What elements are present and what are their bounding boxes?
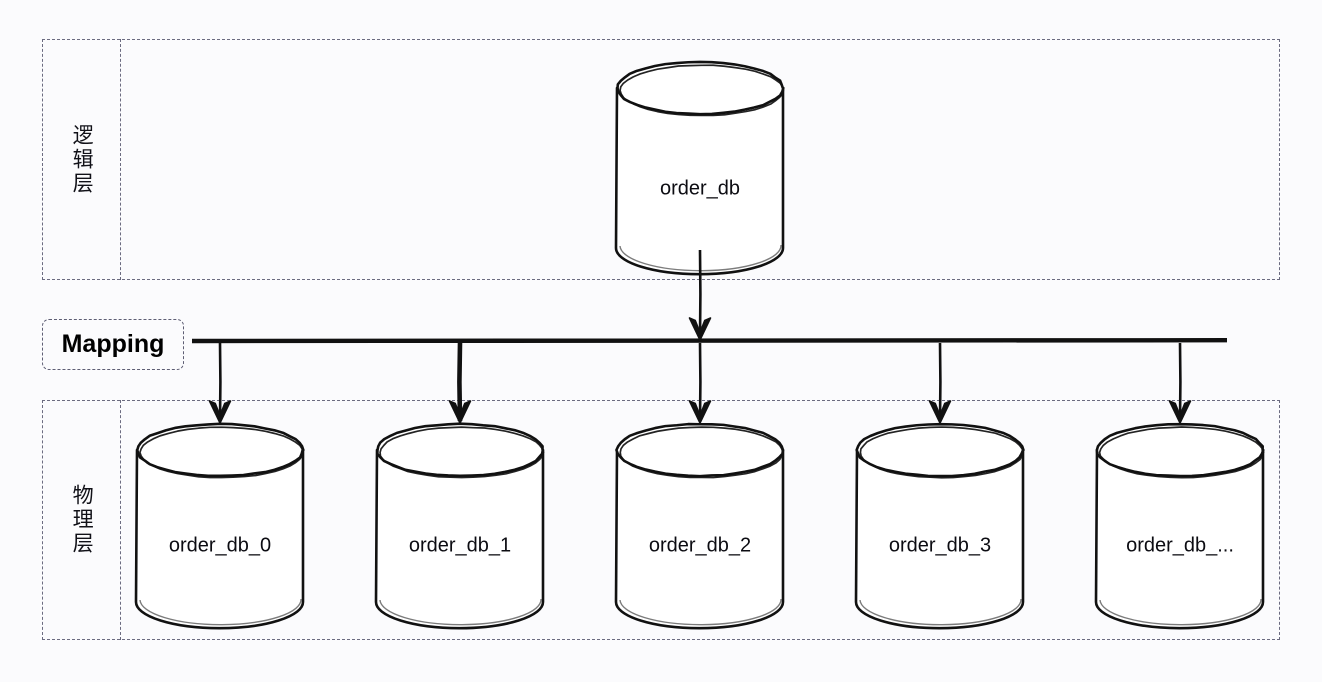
- physical-db-node[interactable]: [1094, 422, 1265, 630]
- logical-db-label: order_db: [659, 177, 741, 200]
- arrow-mapping-to-order_db_1: [448, 342, 472, 424]
- physical-db-3-body: [854, 448, 1025, 630]
- physical-layer-label: 物理层: [70, 484, 94, 556]
- physical-db-node[interactable]: [614, 422, 785, 630]
- mapping-label: Mapping: [61, 330, 165, 358]
- arrow-mapping-to-order_db_: [1168, 342, 1192, 424]
- physical-db-4-bottom-sketch: [1099, 598, 1262, 626]
- physical-db-2-body: [614, 448, 785, 630]
- physical-db-1-bottom-sketch: [379, 598, 542, 626]
- physical-db-3-top-ellipse: [855, 422, 1025, 478]
- physical-layer-box: [42, 400, 1280, 640]
- physical-db-3-top-ellipse-sketch: [859, 426, 1025, 479]
- physical-db-4-body: [1094, 448, 1265, 630]
- logical-layer-label: 逻辑层: [70, 123, 94, 196]
- physical-db-0-body: [134, 448, 305, 630]
- physical-db-0-bottom-sketch: [139, 598, 302, 626]
- physical-db-node[interactable]: [854, 422, 1025, 630]
- logical-db-bottom-sketch: [619, 244, 782, 272]
- logical-layer-box: [42, 39, 1280, 280]
- physical-db-4-top-ellipse: [1095, 422, 1265, 478]
- physical-db-0-top-ellipse-sketch: [139, 426, 304, 479]
- physical-db-label-1: order_db_1: [408, 534, 512, 557]
- physical-db-4-top-ellipse-sketch: [1098, 426, 1265, 479]
- arrow-mapping-to-order_db_0: [208, 342, 232, 424]
- physical-db-node[interactable]: [134, 422, 305, 630]
- physical-db-label-3: order_db_3: [888, 534, 992, 557]
- mapping-line: [191, 338, 1228, 344]
- logical-db-top-ellipse-sketch: [619, 64, 785, 117]
- physical-db-label-0: order_db_0: [168, 534, 272, 557]
- physical-db-label-4: order_db_...: [1126, 534, 1234, 557]
- physical-layer-divider: [120, 400, 121, 640]
- physical-db-1-top-ellipse: [376, 422, 545, 478]
- arrow-mapping-to-order_db_3: [928, 342, 952, 424]
- physical-db-label-2: order_db_2: [648, 534, 752, 557]
- physical-db-0-top-ellipse: [135, 422, 305, 478]
- physical-db-1-top-ellipse-sketch: [379, 426, 545, 479]
- physical-db-2-top-ellipse: [615, 422, 785, 478]
- physical-db-node[interactable]: [374, 422, 545, 630]
- logical-layer-divider: [120, 39, 121, 280]
- logical-db-top-ellipse: [616, 60, 785, 116]
- arrow-shard-1-shaft: [457, 342, 463, 422]
- mapping-badge: Mapping: [42, 319, 184, 370]
- arrow-mapping-to-order_db_2: [688, 342, 712, 424]
- physical-db-2-bottom-sketch: [619, 598, 782, 626]
- physical-db-1-body: [374, 448, 545, 630]
- arrow-logical-to-mapping-head: [688, 317, 712, 341]
- logical-db-node[interactable]: [614, 60, 785, 276]
- mapping-line-group: [191, 338, 1228, 344]
- physical-db-3-bottom-sketch: [859, 598, 1022, 626]
- physical-db-2-top-ellipse-sketch: [619, 426, 784, 479]
- arrow-logical-to-mapping: [688, 249, 712, 341]
